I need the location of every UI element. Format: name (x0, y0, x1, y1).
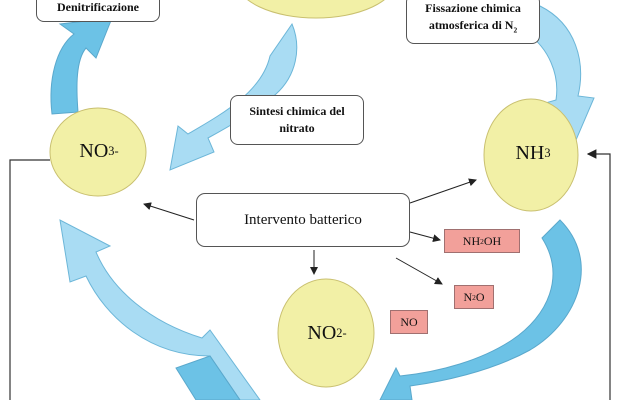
outer-line-right (586, 149, 611, 400)
nitrate-synthesis-box: Sintesi chimica del nitrato (230, 95, 364, 145)
ammonia-oval (483, 98, 579, 212)
fixation-box: Fissazione chimica atmosferica di N2 (406, 0, 540, 44)
bacterial-label: Intervento batterico (244, 211, 362, 228)
denitrification-label: Denitrificazione (57, 0, 139, 14)
synthesis-line1: Sintesi chimica del (249, 104, 345, 118)
synthesis-line2: nitrato (279, 121, 315, 135)
arrow-bacteria-to-n2o (395, 257, 443, 285)
nitrite-oval (277, 278, 375, 388)
bacterial-intervention-box: Intervento batterico (196, 193, 410, 247)
outer-line-left (9, 159, 50, 400)
nitrate-oval (49, 107, 147, 197)
arrow-bacteria-to-nh3 (409, 178, 477, 204)
arrow-nh3-to-no2 (379, 219, 582, 400)
fixation-line2: atmosferica di N2 (428, 17, 518, 35)
arrow-bacteria-to-nh2oh (409, 231, 441, 243)
nitric-oxide-box: NO (390, 310, 428, 334)
denitrification-box: Denitrificazione (36, 0, 160, 22)
arrow-no2-to-no3 (59, 219, 261, 400)
arrow-bacteria-to-no3 (143, 202, 195, 221)
arrow-denitrification-up (50, 17, 113, 115)
top-oval (247, 0, 385, 19)
fixation-line1: Fissazione chimica (425, 0, 521, 15)
arrow-no2-to-no3-dark (175, 355, 241, 400)
